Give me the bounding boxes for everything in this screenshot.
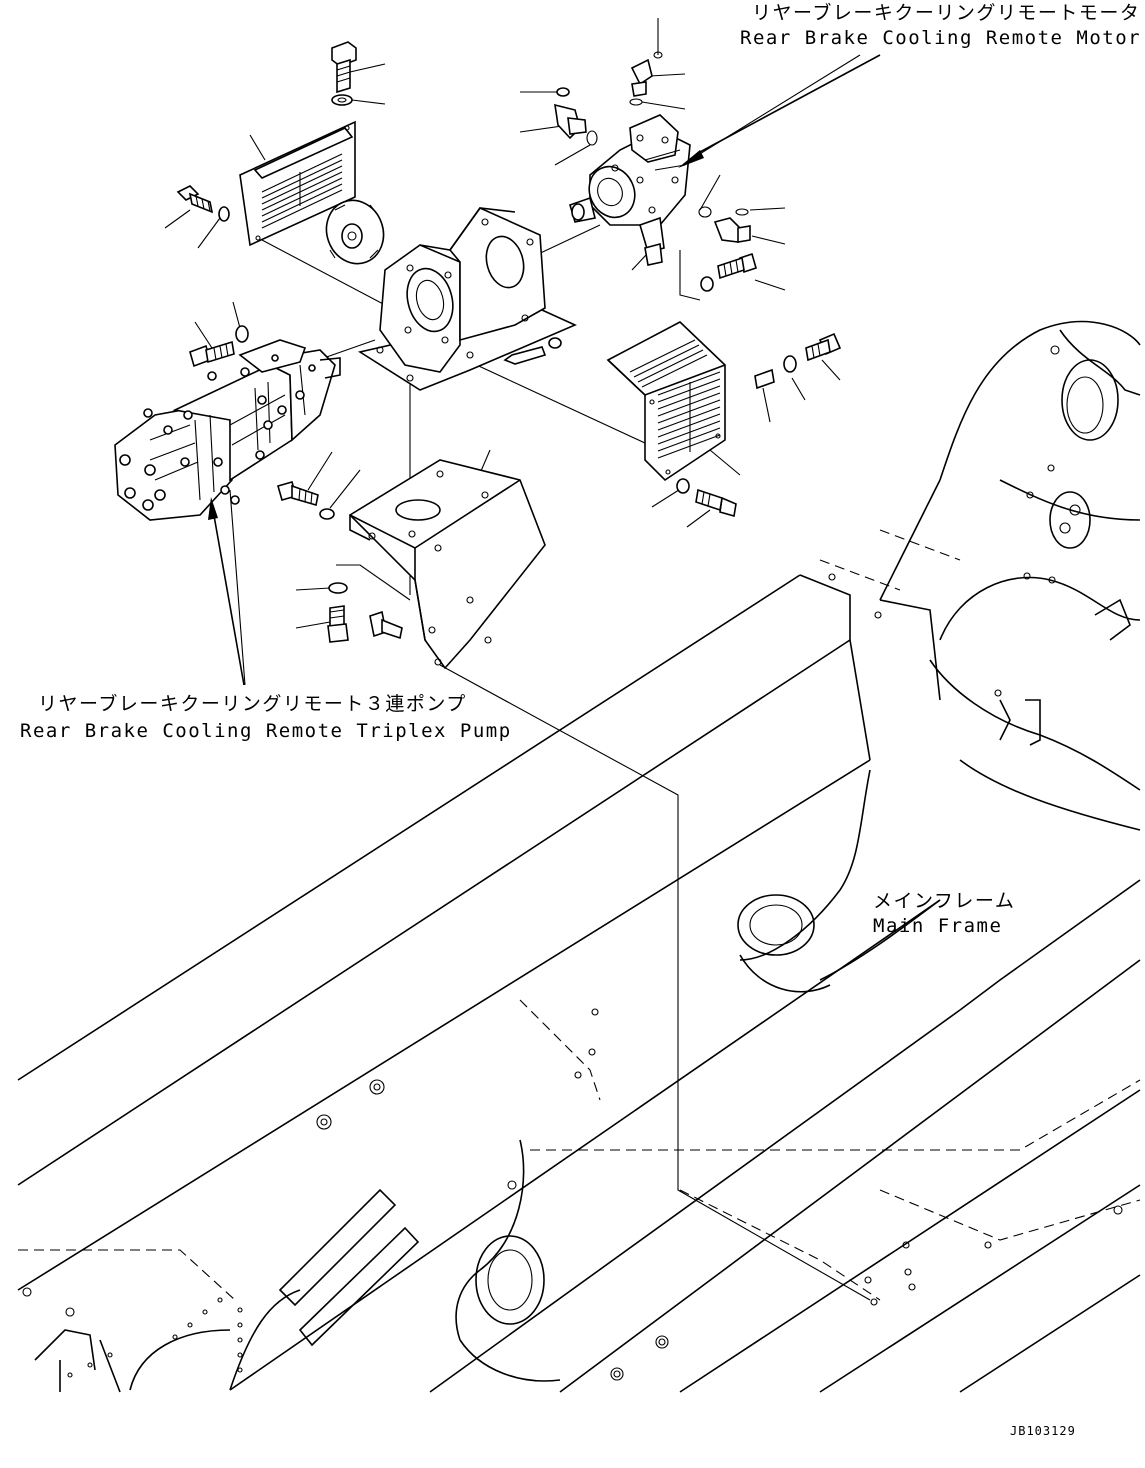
motor-fittings	[554, 51, 757, 292]
bracket-bolts	[277, 481, 403, 643]
pump-label-jp: リヤーブレーキクーリングリモート３連ポンプ	[38, 693, 467, 715]
main-frame	[17, 320, 1141, 1393]
motor-label-en: Rear Brake Cooling Remote Motor	[740, 27, 1142, 49]
frame-label-en: Main Frame	[873, 915, 1003, 937]
top-bolt	[331, 41, 357, 106]
drawing-code: JB103129	[1010, 1424, 1076, 1438]
coupling	[325, 199, 385, 265]
pump-label-en: Rear Brake Cooling Remote Triplex Pump	[20, 720, 512, 742]
pump-drive-housing	[357, 207, 577, 391]
leader-lines	[164, 18, 841, 629]
right-cover-plate	[606, 321, 726, 482]
mount-bracket	[348, 459, 546, 670]
frame-label-jp: メインフレーム	[873, 890, 1016, 912]
remote-motor	[569, 114, 691, 266]
label-arrows	[208, 54, 881, 686]
triplex-pump	[114, 339, 341, 521]
left-cover-plate	[239, 120, 356, 247]
left-bolts	[176, 185, 249, 368]
motor-label-jp: リヤーブレーキクーリングリモートモータ	[752, 2, 1141, 24]
right-bolts	[676, 332, 842, 518]
